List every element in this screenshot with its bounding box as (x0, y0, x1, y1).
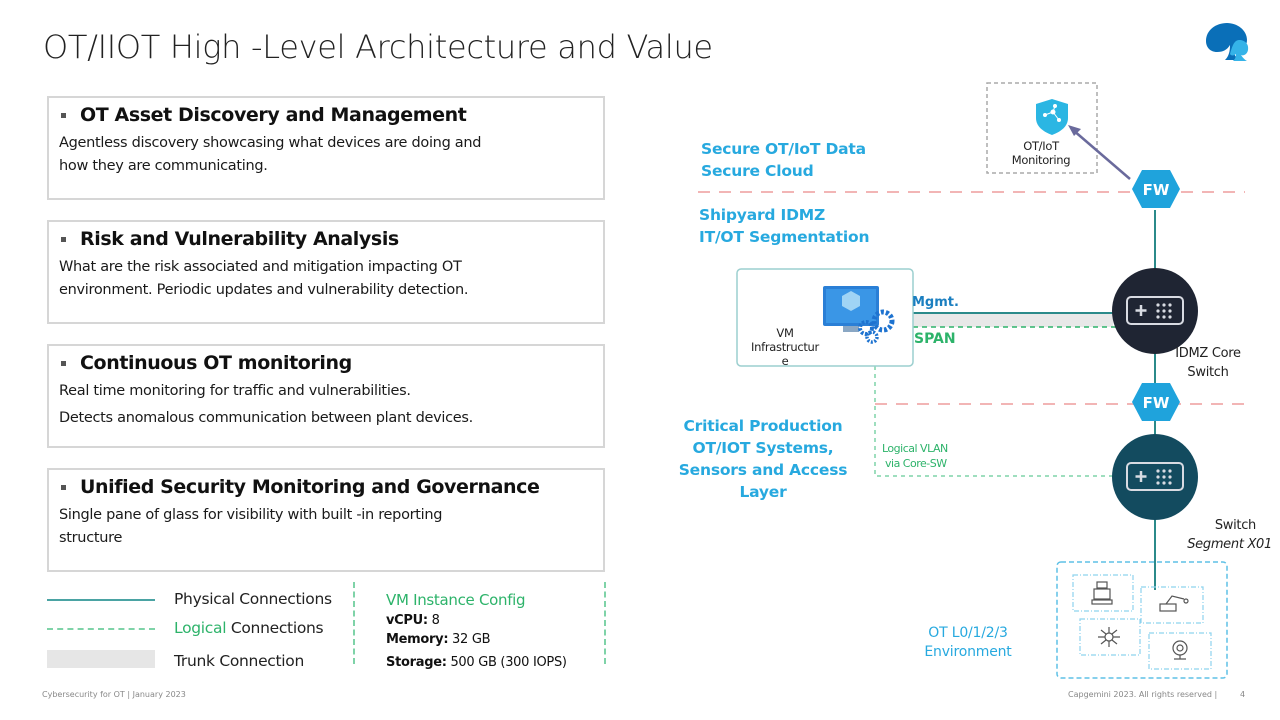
legend-trunk-label: Trunk Connection (174, 652, 305, 670)
bullet-icon (61, 112, 66, 118)
segment-switch-icon (1112, 434, 1198, 520)
legend-physical-label: Physical Connections (174, 590, 332, 608)
ot-environment-box (1056, 561, 1228, 679)
vm-config-title: VM Instance Config (386, 591, 526, 609)
gear-icon (858, 309, 895, 344)
monitoring-shield-icon (1036, 99, 1068, 135)
device-box (1140, 586, 1204, 624)
legend-logical-swatch (47, 628, 155, 630)
vm-config-storage: Storage: 500 GB (300 IOPS) (386, 655, 567, 670)
card-unified-monitoring: Unified Security Monitoring and Governan… (47, 468, 605, 572)
footer-left: Cybersecurity for OT | January 2023 (42, 690, 186, 699)
logical-vlan-link (874, 366, 1120, 477)
trunk-connection (913, 313, 1113, 327)
legend-logical-label: Logical Connections (174, 619, 324, 637)
core-switch-icon (1112, 268, 1198, 354)
device-box (1148, 632, 1212, 670)
card-text: What are the risk associated and mitigat… (59, 259, 469, 298)
card-heading: Risk and Vulnerability Analysis (80, 228, 399, 250)
span-label: SPAN (914, 331, 956, 347)
spade-logo-icon (1206, 23, 1249, 61)
firewall-critical (1132, 383, 1180, 421)
robotic-arm-icon (1159, 595, 1189, 612)
legend-divider (353, 582, 355, 664)
logical-vlan-label: Logical VLAN via Core-SW (882, 442, 948, 470)
monitoring-arrow (1072, 129, 1131, 180)
firewall-cloud (1132, 170, 1180, 208)
card-heading: Continuous OT monitoring (80, 352, 352, 374)
camera-icon (1172, 640, 1188, 660)
firewall-label: FW (1143, 394, 1170, 412)
bullet-icon (61, 236, 66, 242)
card-heading: OT Asset Discovery and Management (80, 104, 467, 126)
card-asset-discovery: OT Asset Discovery and Management Agentl… (47, 96, 605, 200)
network-hub-icon (1098, 627, 1120, 647)
monitoring-box (986, 82, 1098, 174)
legend-divider (604, 582, 606, 664)
card-text-line: Real time monitoring for traffic and vul… (59, 383, 411, 399)
bullet-icon (61, 484, 66, 490)
robot-icon (1091, 581, 1113, 605)
mgmt-label: Mgmt. (912, 295, 959, 310)
device-box (1079, 618, 1141, 656)
card-risk-analysis: Risk and Vulnerability Analysis What are… (47, 220, 605, 324)
page-number: 4 (1240, 690, 1246, 699)
device-box (1072, 574, 1134, 612)
vm-config-memory: Memory: 32 GB (386, 632, 491, 647)
card-heading: Unified Security Monitoring and Governan… (80, 476, 540, 498)
footer-copyright: Capgemini 2023. All rights reserved | (1068, 690, 1218, 699)
page-title: OT/IIOT High -Level Architecture and Val… (43, 28, 713, 66)
arrow-head-icon (1068, 125, 1081, 136)
card-continuous-monitoring: Continuous OT monitoring Real time monit… (47, 344, 605, 448)
card-text: Agentless discovery showcasing what devi… (59, 135, 482, 174)
vm-config-vcpu: vCPU: 8 (386, 613, 440, 628)
firewall-label: FW (1143, 181, 1170, 199)
legend-trunk-swatch (47, 650, 155, 668)
legend-physical-swatch (47, 599, 155, 601)
bullet-icon (61, 360, 66, 366)
card-text: Single pane of glass for visibility with… (59, 507, 443, 546)
card-text-line: Detects anomalous communication between … (59, 410, 473, 426)
vm-monitor-icon (823, 286, 879, 332)
